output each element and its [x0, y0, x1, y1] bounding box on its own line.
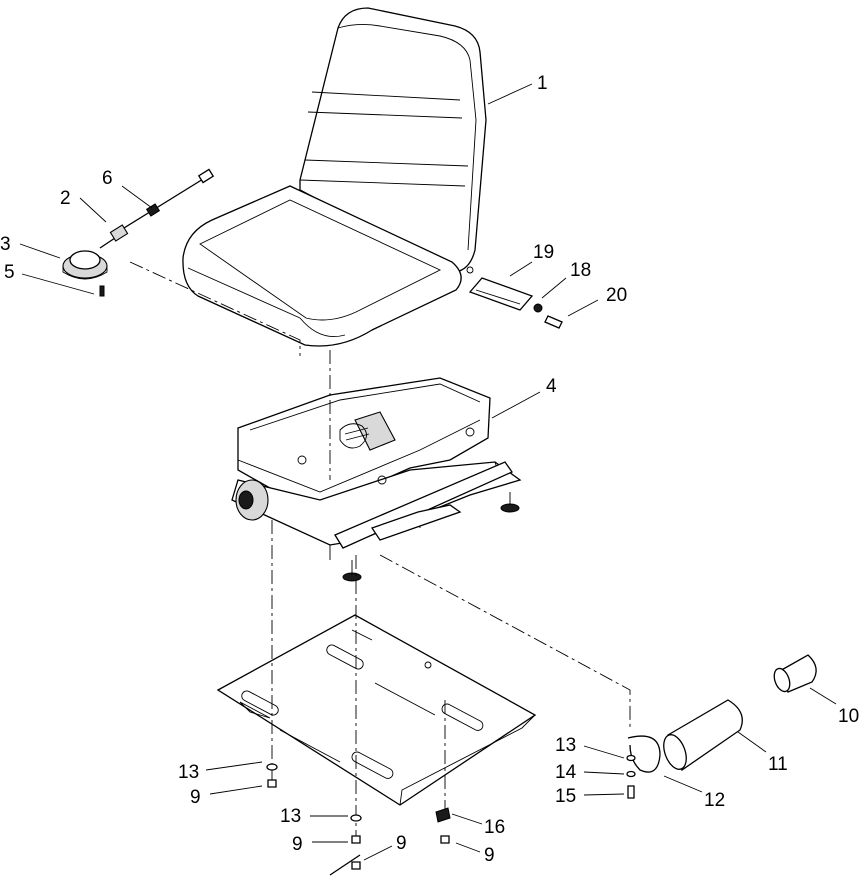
label-nut-d: 9	[484, 845, 495, 866]
seat-switch	[62, 250, 108, 280]
label-nut-c: 9	[396, 833, 407, 854]
mounting-plate	[216, 614, 537, 806]
label-clip: 16	[484, 817, 505, 838]
label-bolt: 15	[555, 786, 576, 807]
latch-bolt	[544, 315, 563, 329]
label-suspension: 4	[546, 376, 557, 397]
switch-screw	[99, 285, 105, 297]
label-bolt-b: 20	[606, 285, 627, 306]
label-cable: 6	[102, 168, 113, 189]
label-nut-a: 9	[190, 787, 201, 808]
strap	[627, 735, 661, 773]
label-lockwasher: 14	[555, 762, 577, 783]
tube	[663, 699, 743, 771]
clip	[435, 807, 451, 844]
label-strap: 12	[704, 790, 725, 811]
fastener-stack-left	[266, 763, 362, 876]
label-cap: 10	[838, 706, 859, 727]
wire-harness	[99, 168, 215, 249]
assembly-lines	[129, 261, 631, 840]
label-switch-screw: 5	[4, 262, 15, 283]
label-tube: 11	[768, 754, 788, 775]
callout-labels: 1 2 3 4 5 6 9 9 9 9 10 11 12 13 13 13 14…	[0, 73, 859, 866]
label-switch: 3	[0, 234, 11, 255]
latch-screw	[533, 303, 543, 313]
label-washer-c: 13	[555, 735, 576, 756]
label-nut-b: 9	[292, 834, 303, 855]
suspension-base	[231, 377, 522, 582]
seat	[182, 7, 487, 347]
label-harness: 2	[60, 188, 71, 209]
label-screw: 18	[570, 260, 591, 281]
label-seat: 1	[537, 73, 548, 94]
label-washer-b: 13	[280, 806, 301, 827]
label-latch: 19	[533, 242, 554, 263]
label-washer-a: 13	[178, 762, 199, 783]
fastener-stack-right	[626, 754, 636, 799]
latch-plate	[468, 277, 534, 311]
callout-leaders	[19, 83, 837, 861]
end-cap	[773, 654, 817, 693]
